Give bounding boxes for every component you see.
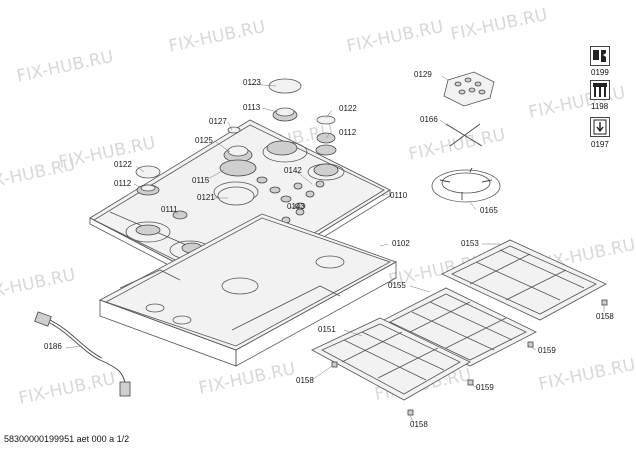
watermark: FIX-HUB.RU — [167, 17, 267, 57]
tools-icon[interactable] — [590, 80, 610, 100]
part-label-0121[interactable]: 0121 — [197, 193, 215, 202]
watermark: FIX-HUB.RU — [449, 5, 549, 45]
part-label-0122[interactable]: 0122 — [114, 160, 132, 169]
legend-code: 0199 — [591, 68, 609, 77]
part-label-0111[interactable]: 0111 — [161, 205, 178, 214]
part-label-0142[interactable]: 0142 — [284, 166, 302, 175]
part-label-0158[interactable]: 0158 — [596, 312, 614, 321]
burner-assembly — [135, 78, 339, 254]
watermark: FIX-HUB.RU — [537, 355, 636, 395]
wok-accessories — [431, 71, 501, 203]
watermark: FIX-HUB.RU — [17, 369, 117, 409]
bottom-tray — [99, 213, 397, 367]
watermark: FIX-HUB.RU — [15, 47, 115, 87]
part-label-0125[interactable]: 0125 — [195, 136, 213, 145]
wrench-tool-icon[interactable] — [590, 46, 610, 66]
legend-code: 0197 — [591, 140, 609, 149]
pan-supports — [311, 239, 608, 416]
watermark: FIX-HUB.RU — [197, 359, 297, 399]
leader-lines — [65, 75, 605, 425]
part-label-0158[interactable]: 0158 — [296, 376, 314, 385]
part-label-0129[interactable]: 0129 — [414, 70, 432, 79]
part-label-0127[interactable]: 0127 — [209, 117, 227, 126]
part-label-0143[interactable]: 0143 — [287, 202, 305, 211]
part-label-0159[interactable]: 0159 — [538, 346, 556, 355]
part-label-0155[interactable]: 0155 — [388, 281, 406, 290]
part-label-0123[interactable]: 0123 — [243, 78, 261, 87]
part-label-0151[interactable]: 0151 — [318, 325, 336, 334]
part-label-0115[interactable]: 0115 — [192, 176, 210, 185]
part-label-0122[interactable]: 0122 — [339, 104, 357, 113]
power-cable — [34, 311, 131, 397]
part-label-0113[interactable]: 0113 — [243, 103, 261, 112]
watermark: FIX-HUB.RU — [527, 83, 627, 123]
document-footer: 58300000199951 aet 000 a 1/2 — [4, 434, 130, 444]
part-label-0158[interactable]: 0158 — [410, 420, 428, 429]
part-label-0112[interactable]: 0112 — [114, 179, 132, 188]
part-label-0165[interactable]: 0165 — [480, 206, 498, 215]
document-arrow-icon[interactable] — [590, 117, 610, 137]
part-label-0186[interactable]: 0186 — [44, 342, 62, 351]
part-label-0166[interactable]: 0166 — [420, 115, 438, 124]
part-label-0102[interactable]: 0102 — [392, 239, 410, 248]
part-label-0153[interactable]: 0153 — [461, 239, 479, 248]
legend-code: 1198 — [591, 102, 609, 111]
watermark: FIX-HUB.RU — [0, 265, 77, 305]
part-label-0112[interactable]: 0112 — [339, 128, 357, 137]
part-label-0110[interactable]: 0110 — [390, 191, 408, 200]
watermark: FIX-HUB.RU — [345, 17, 445, 57]
part-label-0159[interactable]: 0159 — [476, 383, 494, 392]
